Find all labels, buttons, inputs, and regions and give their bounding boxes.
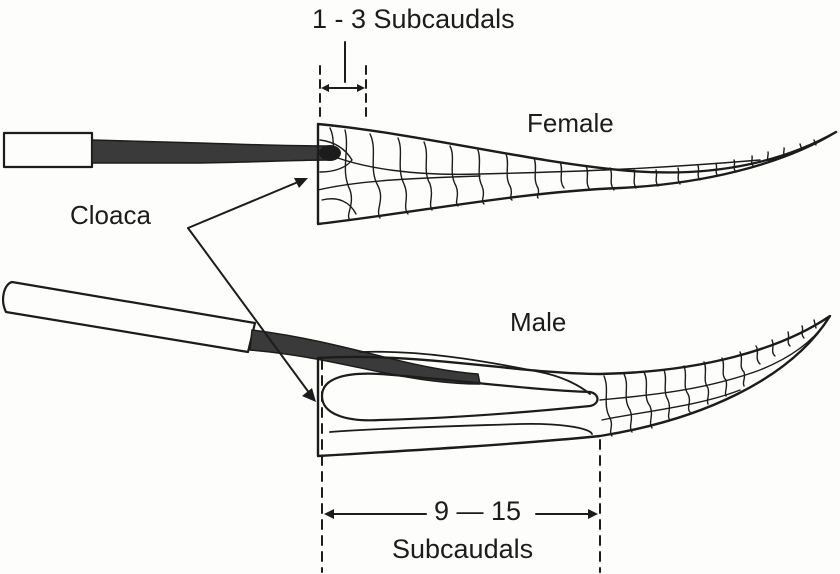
top-subcaudals-label: 1 - 3 Subcaudals <box>312 4 515 35</box>
cloaca-label: Cloaca <box>70 200 151 231</box>
bottom-subcaudals-label: Subcaudals <box>392 534 533 565</box>
male-label: Male <box>510 307 566 338</box>
female-probe <box>4 133 341 167</box>
cloaca-pointer-lines <box>188 178 316 402</box>
female-label: Female <box>527 108 614 139</box>
male-subcaudal-count: 9 — 15 <box>430 496 525 527</box>
female-tail <box>318 124 836 224</box>
male-probe <box>3 282 480 384</box>
top-dimension-marker <box>320 42 366 122</box>
male-tail <box>318 316 830 456</box>
